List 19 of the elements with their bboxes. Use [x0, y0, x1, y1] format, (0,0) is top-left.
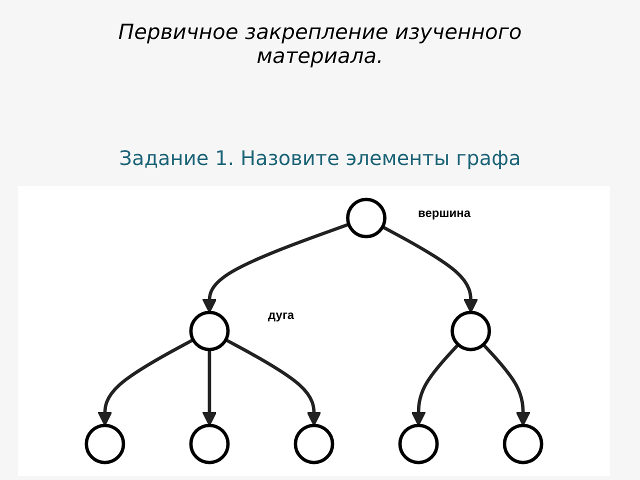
node-circle [189, 424, 230, 464]
task-heading: Задание 1. Назовите элементы графа [118, 146, 522, 170]
arrow [202, 222, 350, 314]
arrow [202, 350, 217, 426]
node-circle [450, 310, 492, 352]
arrow [98, 338, 194, 426]
vertex-label: вершина [418, 206, 471, 220]
node-circle [502, 424, 544, 464]
node-circle [294, 424, 334, 464]
arrow [224, 338, 322, 426]
arrow [411, 343, 460, 426]
node-circle [84, 424, 126, 464]
node-circle [189, 310, 230, 352]
arrow [482, 343, 530, 426]
node-circle [398, 424, 439, 464]
arc-label: дуга [268, 308, 294, 322]
node-circle [346, 198, 386, 238]
arrow [382, 225, 478, 314]
slide-title: Первичное закрепление изученного материала. [117, 20, 523, 68]
